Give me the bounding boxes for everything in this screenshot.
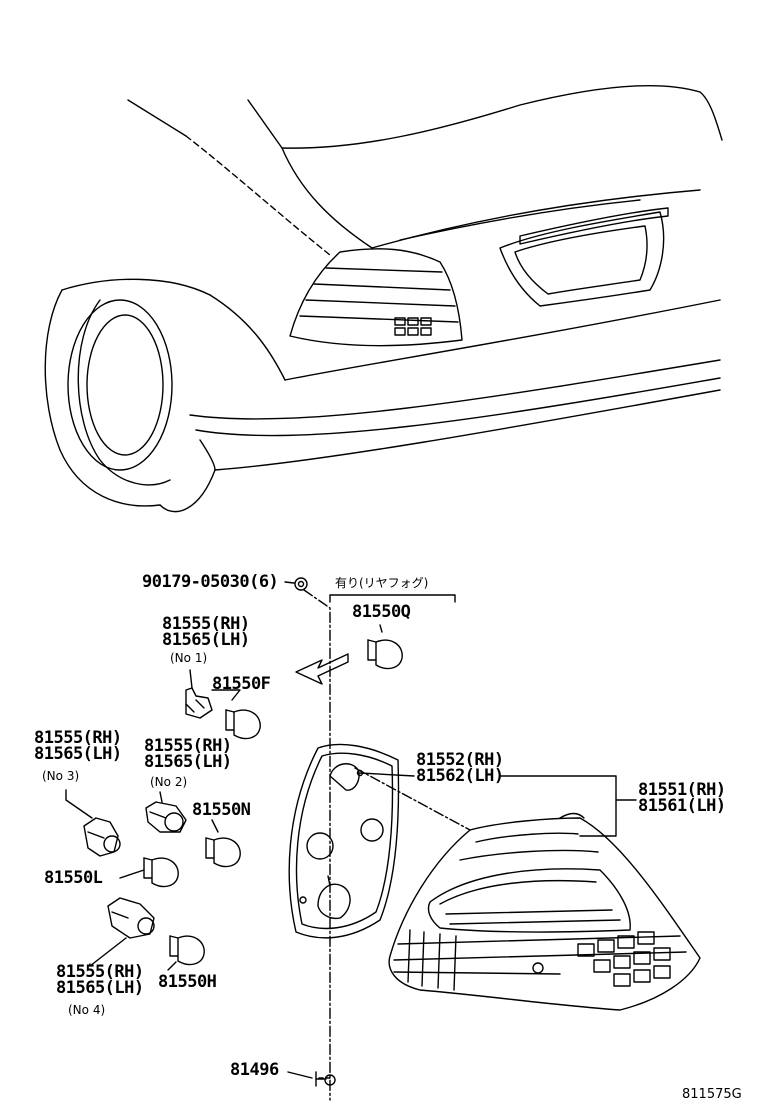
bulb-f-icon xyxy=(225,709,261,740)
clip-icon xyxy=(315,1071,336,1087)
socket3-lh-label: 81565(LH) xyxy=(34,744,122,764)
lamp-lh-label: 81561(LH) xyxy=(638,796,726,816)
diagram-code-label: 811575G xyxy=(682,1087,742,1102)
clip-part-label: 81496 xyxy=(230,1060,279,1080)
center-axis-line xyxy=(303,589,331,1101)
bulb-l-icon xyxy=(143,857,179,888)
rear-fog-note: 有り(リヤフォグ) xyxy=(335,576,429,590)
socket1-lh-label: 81565(LH) xyxy=(162,630,250,650)
bulb-h-icon xyxy=(169,935,205,966)
bulb-n-icon xyxy=(205,837,241,868)
bulb-l-label: 81550L xyxy=(44,868,103,888)
gasket-lh-label: 81562(LH) xyxy=(416,766,504,786)
gasket-icon xyxy=(288,743,400,939)
socket-no1-icon xyxy=(185,687,213,719)
socket2-lh-label: 81565(LH) xyxy=(144,752,232,772)
socket-no2-icon xyxy=(145,801,187,833)
gasket-rh-label: 81552(RH) xyxy=(416,750,504,770)
socket1-number-label: (No 1) xyxy=(170,651,208,665)
lamp-rh-label: 81551(RH) xyxy=(638,780,726,800)
socket1-rh-label: 81555(RH) xyxy=(162,614,250,634)
socket3-number-label: (No 3) xyxy=(42,769,80,783)
socket4-lh-label: 81565(LH) xyxy=(56,978,144,998)
socket2-rh-label: 81555(RH) xyxy=(144,736,232,756)
socket-no3-icon xyxy=(83,817,121,857)
socket4-rh-label: 81555(RH) xyxy=(56,962,144,982)
socket2-number-label: (No 2) xyxy=(150,775,188,789)
bulb-q-label: 81550Q xyxy=(352,602,411,622)
tail-lamp-assembly-icon xyxy=(388,812,701,1011)
socket-no4-icon xyxy=(107,897,155,939)
bulb-f-label: 81550F xyxy=(212,674,271,694)
screw-part-label: 90179-05030(6) xyxy=(142,572,279,592)
bulb-n-label: 81550N xyxy=(192,800,251,820)
screw-icon xyxy=(294,577,308,591)
socket3-rh-label: 81555(RH) xyxy=(34,728,122,748)
car-rear-illustration xyxy=(44,84,723,513)
direction-arrow-icon xyxy=(295,653,349,685)
socket4-number-label: (No 4) xyxy=(68,1003,106,1017)
bulb-q-icon xyxy=(367,639,403,670)
bulb-h-label: 81550H xyxy=(158,972,217,992)
